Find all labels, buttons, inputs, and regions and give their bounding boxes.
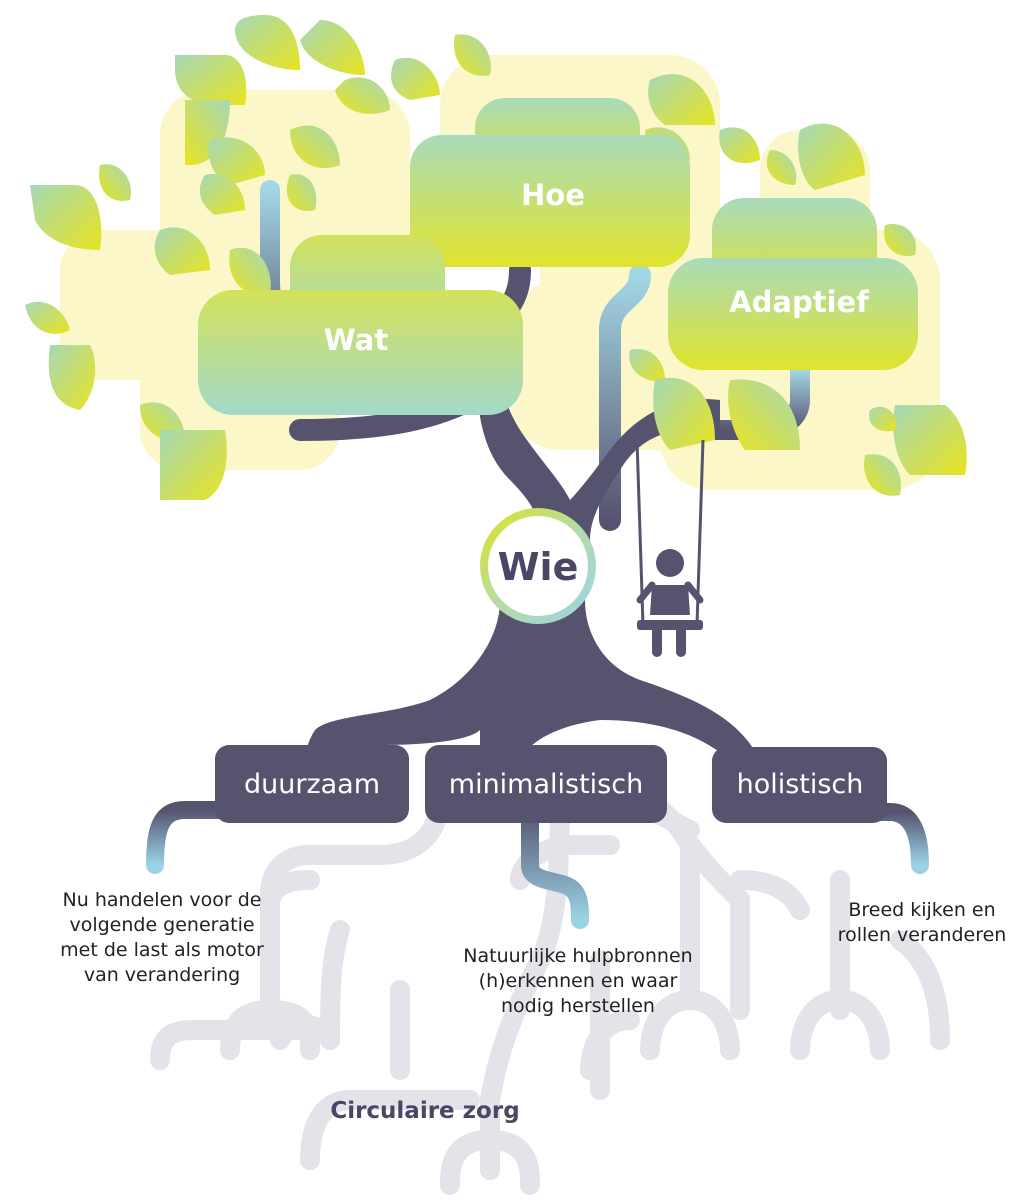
root-duurzaam: duurzaam: [215, 745, 409, 823]
holistisch-desc-line: Breed kijken en: [848, 899, 995, 921]
holistisch-label: holistisch: [737, 769, 864, 800]
root-holistisch: holistisch: [712, 747, 887, 823]
swing-person-icon: [635, 439, 705, 657]
main-roots: [146, 801, 929, 929]
minimalistisch-description: Natuurlijke hulpbronnen (h)erkennen en w…: [463, 945, 692, 1017]
holistisch-description: Breed kijken en rollen veranderen: [838, 899, 1007, 946]
wie-node: Wie: [480, 508, 596, 624]
minimalistisch-desc-line: (h)erkennen en waar: [479, 970, 678, 992]
trunk: [300, 330, 760, 775]
duurzaam-label: duurzaam: [244, 769, 380, 800]
cloud-wat: Wat: [198, 235, 523, 415]
wat-label: Wat: [324, 323, 389, 357]
footer-title: Circulaire zorg: [330, 1098, 519, 1124]
wie-label: Wie: [498, 545, 579, 589]
duurzaam-description: Nu handelen voor de volgende generatie m…: [60, 889, 264, 986]
hoe-label: Hoe: [521, 178, 585, 212]
duurzaam-desc-line: volgende generatie: [69, 914, 254, 936]
adaptief-label: Adaptief: [729, 285, 869, 319]
minimalistisch-desc-line: nodig herstellen: [501, 995, 655, 1017]
minimalistisch-label: minimalistisch: [449, 769, 643, 800]
cloud-adaptief: Adaptief: [668, 198, 918, 370]
minimalistisch-desc-line: Natuurlijke hulpbronnen: [463, 945, 692, 967]
duurzaam-desc-line: Nu handelen voor de: [63, 889, 262, 911]
duurzaam-desc-line: van verandering: [84, 964, 240, 986]
cloud-hoe: Hoe: [410, 98, 690, 267]
duurzaam-desc-line: met de last als motor: [60, 939, 264, 961]
root-minimalistisch: minimalistisch: [425, 745, 667, 823]
leaves: [25, 15, 967, 500]
holistisch-desc-line: rollen veranderen: [838, 924, 1007, 946]
